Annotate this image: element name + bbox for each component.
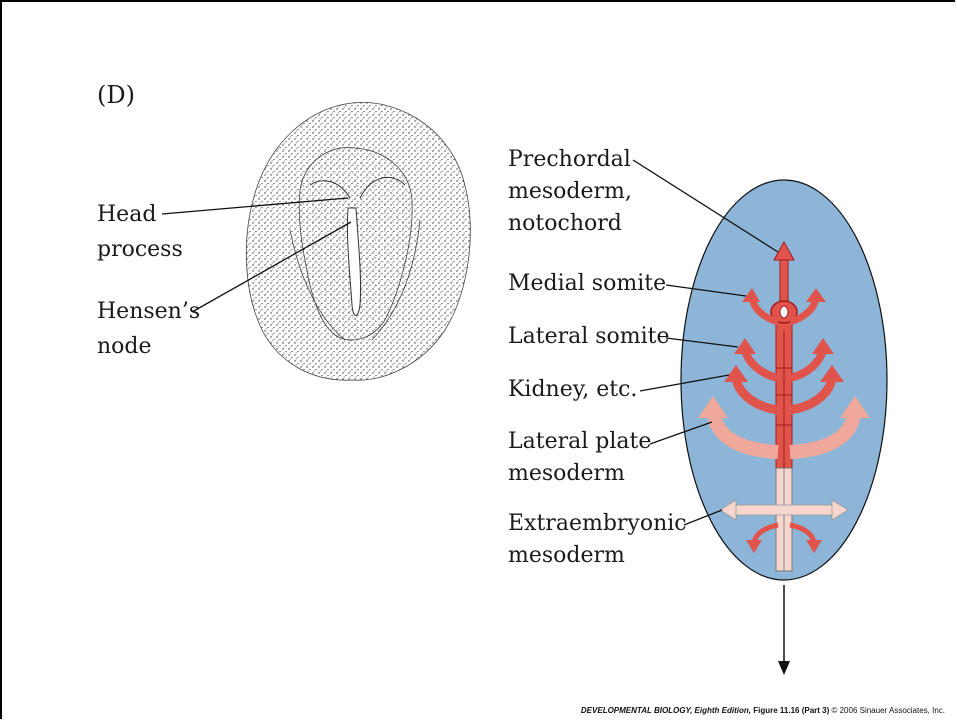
lateral-plate-label-line2: mesoderm <box>508 461 625 486</box>
lateral-plate-label-line1: Lateral plate <box>508 429 651 454</box>
extraembryonic-label-line2: mesoderm <box>508 543 625 568</box>
credit-book: DEVELOPMENTAL BIOLOGY, Eighth Edition, <box>581 706 751 715</box>
medial-somite-label: Medial somite <box>508 271 666 296</box>
hensens-node-label-line1: Hensen’s <box>97 299 200 324</box>
fate-map <box>681 180 887 675</box>
hensens-node-label-line2: node <box>97 334 152 359</box>
figure-credit: DEVELOPMENTAL BIOLOGY, Eighth Edition, F… <box>581 706 945 715</box>
prechordal-label-line1: Prechordal <box>508 147 631 172</box>
prechordal-label-line3: notochord <box>508 211 622 236</box>
hensens-node-pit <box>780 306 788 318</box>
head-process-label-line1: Head <box>97 202 156 227</box>
extraembryonic-label-line1: Extraembryonic <box>508 511 687 536</box>
panel-label: (D) <box>97 81 135 109</box>
head-process-label-line2: process <box>97 237 183 262</box>
lateral-somite-label: Lateral somite <box>508 324 670 349</box>
extraembryonic-horizontal-bar <box>733 505 835 515</box>
embryo-drawing <box>246 102 470 380</box>
regression-arrowhead <box>778 661 790 675</box>
prechordal-label-line2: mesoderm, <box>508 179 632 204</box>
kidney-label: Kidney, etc. <box>508 377 637 402</box>
credit-copyright: © 2006 Sinauer Associates, Inc. <box>831 706 945 715</box>
credit-figure: Figure 11.16 (Part 3) <box>753 706 829 715</box>
